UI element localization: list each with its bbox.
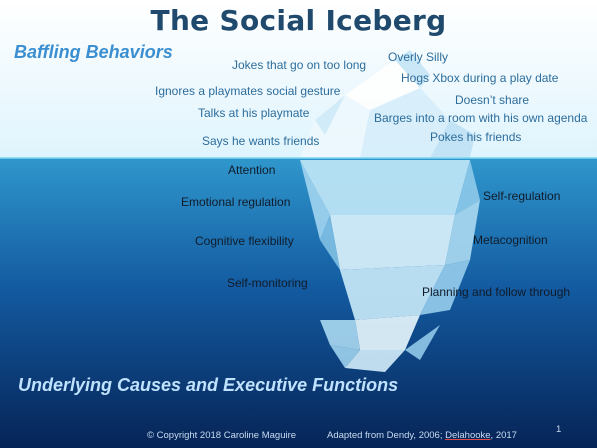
water-area (0, 158, 597, 448)
behavior-label: Talks at his playmate (198, 106, 310, 120)
behavior-label: Says he wants friends (202, 134, 320, 148)
iceberg-body (300, 160, 480, 372)
behavior-label: Jokes that go on too long (232, 58, 367, 72)
slide-title: The Social Iceberg (150, 4, 447, 37)
cause-label: Self-monitoring (227, 276, 308, 290)
cause-label: Planning and follow through (422, 285, 571, 299)
attribution-suffix: , 2017 (490, 430, 517, 441)
attribution-author: Delahooke (445, 430, 491, 441)
behavior-label: Ignores a playmates social gesture (155, 84, 341, 98)
heading-underlying-causes: Underlying Causes and Executive Function… (18, 375, 399, 395)
cause-label: Cognitive flexibility (195, 234, 294, 248)
behavior-label: Doesn’t share (455, 93, 530, 107)
attribution-text: Adapted from Dendy, 2006; Delahooke, 201… (327, 430, 517, 441)
sky-area (0, 0, 597, 158)
behavior-label: Barges into a room with his own agenda (374, 111, 588, 125)
cause-label: Attention (228, 163, 276, 177)
heading-baffling-behaviors: Baffling Behaviors (14, 42, 173, 62)
behavior-label: Hogs Xbox during a play date (401, 71, 559, 85)
page-number: 1 (556, 424, 562, 435)
behavior-label: Pokes his friends (430, 130, 522, 144)
iceberg-tip (300, 50, 475, 158)
attribution-prefix: Adapted from Dendy, 2006; (327, 430, 446, 441)
cause-label: Self-regulation (483, 189, 561, 203)
behavior-label: Overly Silly (388, 50, 449, 64)
cause-label: Emotional regulation (181, 195, 291, 209)
cause-label: Metacognition (473, 233, 548, 247)
copyright-text: © Copyright 2018 Caroline Maguire (147, 430, 297, 441)
